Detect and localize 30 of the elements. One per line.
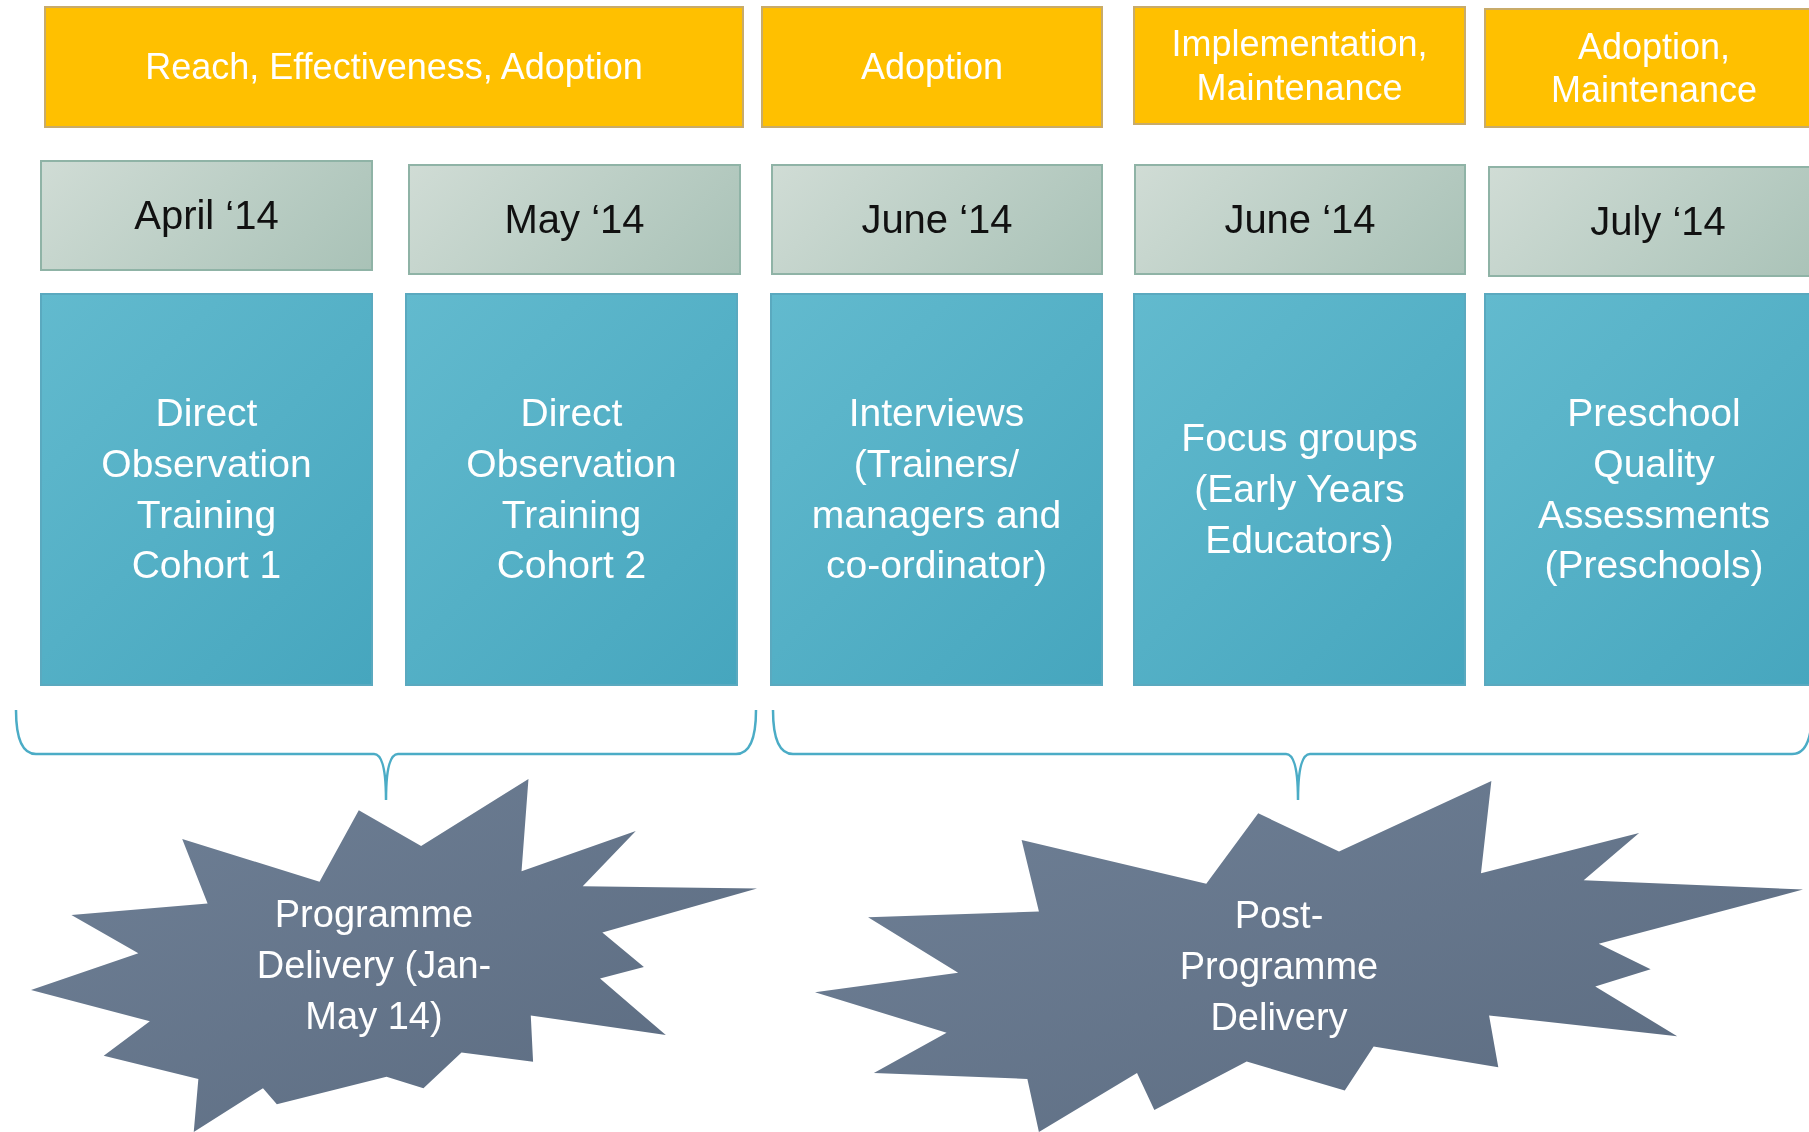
- starburst-text: Programme Delivery (Jan-May 14): [255, 891, 493, 1040]
- category-text: Implementation, Maintenance: [1170, 22, 1429, 109]
- date-text: April ‘14: [134, 193, 279, 238]
- date-box: [771, 164, 1103, 275]
- date-box: [1488, 166, 1809, 277]
- activity-text: Preschool Quality Assessments (Preschools): [1537, 390, 1771, 589]
- date-text: July ‘14: [1590, 199, 1726, 244]
- activity-text: Direct Observation Training Cohort 2: [465, 390, 678, 589]
- date-text: May ‘14: [504, 197, 645, 242]
- activity-text: Focus groups (Early Years Educators): [1180, 415, 1419, 563]
- activity-box: [405, 293, 738, 686]
- category-box: [1484, 8, 1809, 128]
- date-box: [1134, 164, 1466, 275]
- activity-box: [770, 293, 1103, 686]
- date-box: [40, 160, 373, 271]
- category-box: [1133, 6, 1466, 125]
- activity-box: [40, 293, 373, 686]
- category-box: [44, 6, 744, 128]
- category-text: Adoption: [860, 45, 1004, 89]
- activity-text: Interviews (Trainers/ managers and co-ordinator): [810, 390, 1063, 589]
- activity-text: Direct Observation Training Cohort 1: [100, 390, 313, 589]
- date-box: [408, 164, 741, 275]
- activity-box: [1484, 293, 1809, 686]
- starburst-text: Post-Programme Delivery: [1178, 892, 1380, 1041]
- date-text: June ‘14: [861, 197, 1013, 242]
- category-box: [761, 6, 1103, 128]
- activity-box: [1133, 293, 1466, 686]
- category-text: Reach, Effectiveness, Adoption: [145, 45, 643, 89]
- date-text: June ‘14: [1224, 197, 1376, 242]
- category-text: Adoption, Maintenance: [1549, 24, 1759, 112]
